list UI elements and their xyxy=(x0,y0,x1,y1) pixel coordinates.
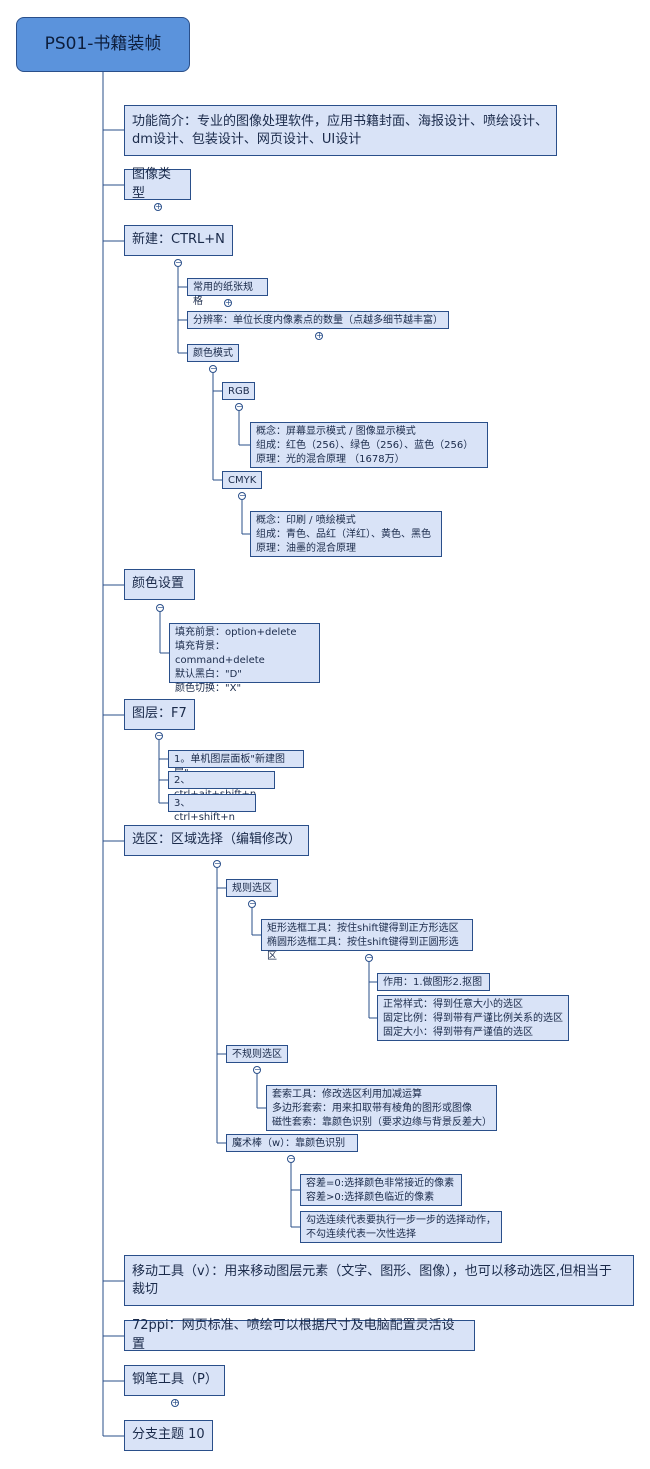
topic-move-tool[interactable]: 移动工具（v）：用来移动图层元素（文字、图形、图像），也可以移动选区,但相当于 … xyxy=(124,1255,634,1306)
topic-irregular-selection[interactable]: 不规则选区 xyxy=(226,1045,288,1063)
topic-contiguous[interactable]: 勾选连续代表要执行一步一步的选择动作， 不勾连续代表一次性选择 xyxy=(300,1211,502,1243)
topic-selection-effect[interactable]: 作用：1.做图形2.抠图 xyxy=(377,973,490,991)
topic-pen-tool[interactable]: 钢笔工具（P） xyxy=(124,1365,225,1396)
topic-layer-method[interactable]: 1。单机图层面板"新建图层" xyxy=(168,750,304,779)
collapse-icon[interactable]: − xyxy=(213,859,221,868)
topic-image-type[interactable]: 图像类型 xyxy=(124,167,191,201)
topic-cmyk-details[interactable]: 概念：印刷 / 喷绘模式 组成：青色、品红（洋红）、黄色、黑色 原理：油墨的混合… xyxy=(250,511,442,557)
topic-color-settings[interactable]: 颜色设置 xyxy=(124,569,195,600)
topic-marquee-tools[interactable]: 矩形选框工具：按住shift键得到正方形选区 椭圆形选框工具：按住shift键得… xyxy=(261,919,473,962)
topic-lasso-tools[interactable]: 套索工具：修改选区利用加减运算 多边形套索：用来扣取带有棱角的图形或图像 磁性套… xyxy=(266,1085,497,1131)
topic-layers[interactable]: 图层：F7 xyxy=(124,699,195,730)
topic-tolerance[interactable]: 容差=0:选择颜色非常接近的像素 容差>0:选择颜色临近的像素 xyxy=(300,1174,462,1206)
topic-rgb[interactable]: RGB xyxy=(222,382,255,400)
collapse-icon[interactable]: − xyxy=(238,491,246,500)
topic-paper-size[interactable]: 常用的纸张规格 xyxy=(187,278,268,307)
topic-layer-method[interactable]: 2、ctrl+ait+shift+n xyxy=(168,771,275,800)
collapse-icon[interactable]: − xyxy=(155,731,163,740)
topic-branch-10[interactable]: 分支主题 10 xyxy=(124,1420,213,1451)
collapse-icon[interactable]: − xyxy=(365,953,373,962)
topic-layer-method[interactable]: 3、ctrl+shift+n xyxy=(168,794,256,823)
collapse-icon[interactable]: − xyxy=(248,899,256,908)
expand-icon[interactable]: + xyxy=(171,1398,179,1407)
collapse-icon[interactable]: − xyxy=(156,603,164,612)
root-topic[interactable]: PS01-书籍装帧 xyxy=(16,17,190,72)
topic-selection[interactable]: 选区：区域选择（编辑修改） xyxy=(124,825,309,856)
collapse-icon[interactable]: − xyxy=(209,364,217,373)
collapse-icon[interactable]: − xyxy=(287,1154,295,1163)
topic-intro[interactable]: 功能简介：专业的图像处理软件，应用书籍封面、海报设计、喷绘设计、 dm设计、包装… xyxy=(124,105,557,156)
topic-72ppi[interactable]: 72ppi：网页标准、喷绘可以根据尺寸及电脑配置灵活设置 xyxy=(124,1318,475,1352)
topic-rgb-details[interactable]: 概念：屏幕显示模式 / 图像显示模式 组成：红色（256）、绿色（256）、蓝色… xyxy=(250,422,488,468)
collapse-icon[interactable]: − xyxy=(174,258,182,267)
topic-regular-selection[interactable]: 规则选区 xyxy=(226,879,278,897)
topic-cmyk[interactable]: CMYK xyxy=(222,471,262,489)
collapse-icon[interactable]: − xyxy=(253,1065,261,1074)
expand-icon[interactable]: + xyxy=(224,298,232,307)
topic-color-settings-details[interactable]: 填充前景：option+delete 填充背景：command+delete 默… xyxy=(169,623,320,694)
topic-magic-wand[interactable]: 魔术棒（w）：靠颜色识别 xyxy=(226,1134,358,1152)
topic-resolution[interactable]: 分辨率：单位长度内像素点的数量（点越多细节越丰富） xyxy=(187,311,449,329)
collapse-icon[interactable]: − xyxy=(235,402,243,411)
topic-new-document[interactable]: 新建：CTRL+N xyxy=(124,225,233,256)
topic-color-mode[interactable]: 颜色模式 xyxy=(187,344,239,362)
expand-icon[interactable]: + xyxy=(315,331,323,340)
topic-selection-styles[interactable]: 正常样式：得到任意大小的选区 固定比例：得到带有严谨比例关系的选区 固定大小：得… xyxy=(377,995,569,1041)
expand-icon[interactable]: + xyxy=(154,202,162,211)
